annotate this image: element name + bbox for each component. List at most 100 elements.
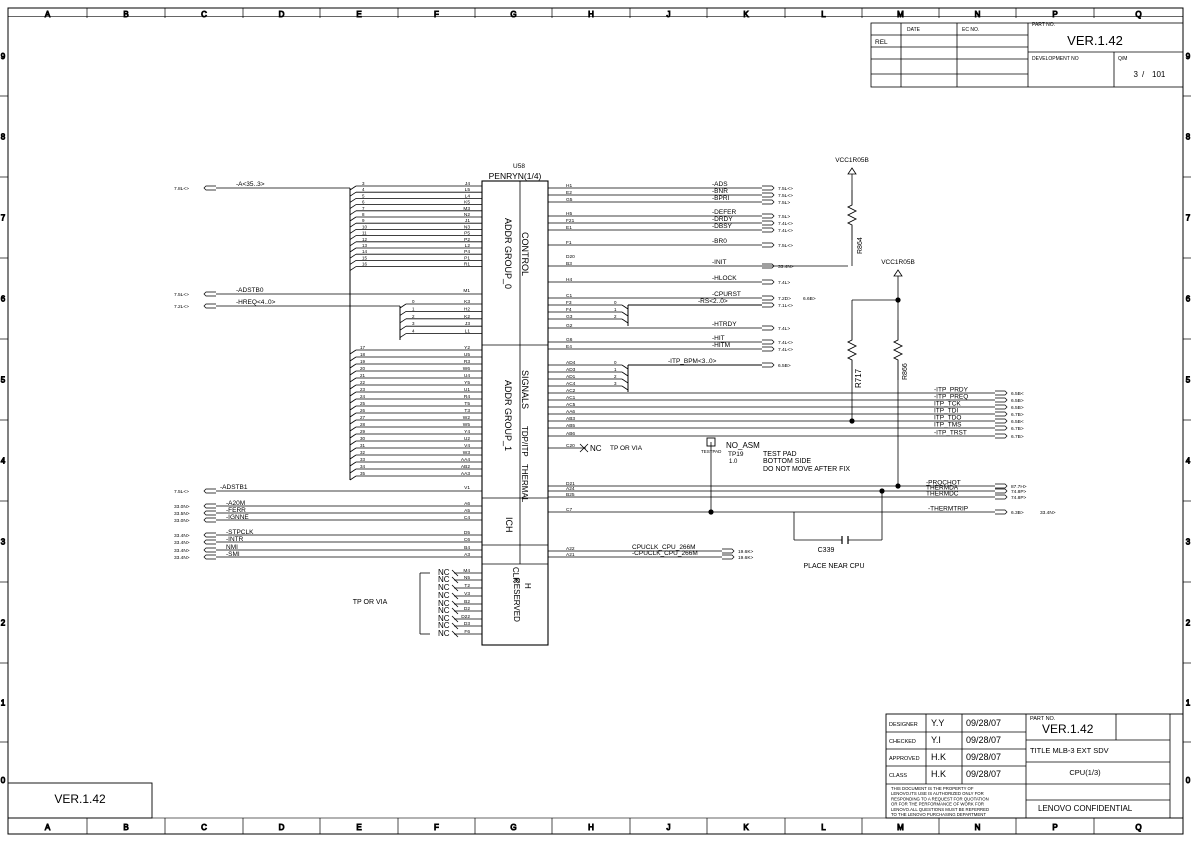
net-ref-left: 33.5N> bbox=[174, 511, 190, 517]
bus-index: 18 bbox=[360, 352, 366, 357]
nc-note: TP OR VIA bbox=[610, 445, 643, 452]
vcc-label: VCC1R05B bbox=[881, 259, 915, 266]
net-ref-right: 6.7B> bbox=[1011, 434, 1024, 440]
bus-index: 23 bbox=[360, 387, 366, 392]
nc-mark bbox=[451, 592, 459, 600]
net-ref-right: 7.4L<> bbox=[778, 340, 793, 346]
net-name-right: CPUCLK_CPU_266M bbox=[632, 544, 696, 551]
column-label-top: A bbox=[45, 10, 51, 19]
bus-entry bbox=[349, 235, 357, 240]
bus-entry bbox=[621, 304, 629, 310]
bus-index: 5 bbox=[362, 193, 365, 198]
offpage-connector bbox=[995, 433, 1008, 439]
title-person: H.K bbox=[931, 769, 946, 779]
pin-number-left: B2 bbox=[464, 599, 470, 605]
row-label-left: 2 bbox=[1, 619, 6, 628]
pin-number-left: N3 bbox=[464, 224, 470, 230]
row-label-left: 7 bbox=[1, 214, 6, 223]
title-text: TITLE MLB-3 EXT SDV bbox=[1030, 746, 1109, 755]
pin-number-right: H1 bbox=[566, 183, 572, 189]
offpage-connector bbox=[995, 411, 1008, 417]
bus-index: 3 bbox=[412, 321, 415, 326]
net-ref-right: 6.5B< bbox=[1011, 391, 1024, 397]
pin-number-left: F6 bbox=[464, 629, 470, 635]
rev-part-label: PART NO. bbox=[1032, 22, 1055, 28]
bus-index: 27 bbox=[360, 415, 366, 420]
pin-number-left: P5 bbox=[464, 231, 470, 237]
pin-number-left: Y5 bbox=[464, 380, 470, 386]
row-label-right: 8 bbox=[1186, 133, 1191, 142]
bottom-version: VER.1.42 bbox=[54, 792, 106, 806]
reserved-note: TP OR VIA bbox=[353, 599, 388, 606]
bus-index: 31 bbox=[360, 443, 366, 448]
pin-number-left: D2 bbox=[464, 606, 470, 612]
column-label-bottom: J bbox=[667, 823, 671, 832]
bus-index: 29 bbox=[360, 429, 366, 434]
net-ref-right: 6.5B> bbox=[1011, 405, 1024, 411]
pin-number-left: T2 bbox=[464, 583, 470, 589]
power-symbol bbox=[893, 269, 903, 277]
bus-index: 26 bbox=[360, 408, 366, 413]
net-name-left: -FERR bbox=[226, 507, 246, 514]
rev-rel: REL bbox=[875, 39, 888, 46]
net-ref-right: 7.4L> bbox=[778, 326, 790, 332]
net-ref-left: 7.8L<> bbox=[174, 186, 189, 192]
bus-entry bbox=[349, 247, 357, 253]
net-ref-right: 74.8P> bbox=[1011, 495, 1027, 501]
sheet-total: 101 bbox=[1152, 70, 1166, 79]
offpage-connector bbox=[995, 418, 1008, 424]
bus-entry bbox=[349, 405, 357, 411]
pin-number-right: D20 bbox=[566, 254, 575, 260]
row-label-left: 5 bbox=[1, 376, 6, 385]
pin-number-right: AB3 bbox=[566, 416, 575, 422]
net-ref-right: 6.7B> bbox=[1011, 412, 1024, 418]
net-name-right: THERMDC bbox=[926, 491, 959, 498]
pin-number-right: B3 bbox=[566, 261, 572, 267]
nc-label: NC bbox=[438, 568, 450, 577]
nc-label: NC bbox=[438, 583, 450, 592]
pin-number-left: U4 bbox=[464, 373, 470, 379]
title-notice-line: TO THE LENOVO PURCHASING DEPARTMENT bbox=[891, 812, 986, 817]
net-ref-right: 6.6B> bbox=[803, 296, 816, 302]
column-label-bottom: L bbox=[821, 823, 826, 832]
bus-index: 19 bbox=[360, 359, 366, 364]
net-ref-right: 6.7B> bbox=[1011, 426, 1024, 432]
net-ref-right: 33.4N> bbox=[778, 264, 794, 270]
bus-index: 6 bbox=[362, 200, 365, 205]
title-role-label: CLASS bbox=[889, 773, 907, 779]
column-label-top: J bbox=[667, 10, 671, 19]
net-ref-right: 7.4L<> bbox=[778, 347, 793, 353]
nc-mark bbox=[451, 622, 459, 630]
net-ref-right: 7.4L> bbox=[778, 280, 790, 286]
row-label-left: 1 bbox=[1, 699, 6, 708]
net-ref-right: 7.4L<> bbox=[778, 221, 793, 227]
column-label-bottom: G bbox=[510, 823, 516, 832]
offpage-connector bbox=[762, 242, 775, 248]
title-role-label: DESIGNER bbox=[889, 722, 918, 728]
offpage-connector bbox=[995, 390, 1008, 396]
pin-number-left: N2 bbox=[464, 212, 470, 218]
title-version: VER.1.42 bbox=[1042, 722, 1094, 736]
pin-number-left: P1 bbox=[464, 255, 470, 261]
row-label-right: 7 bbox=[1186, 214, 1191, 223]
net-ref-right: 7.5L> bbox=[778, 214, 790, 220]
bus-index: 12 bbox=[362, 237, 368, 242]
power-symbol bbox=[847, 167, 857, 175]
bus-entry bbox=[349, 204, 357, 209]
net-name-left: -INTR bbox=[226, 536, 244, 543]
net-name-right: -INIT bbox=[712, 259, 726, 266]
offpage-connector bbox=[762, 339, 775, 345]
column-label-top: B bbox=[123, 10, 128, 19]
title-notice-line: LENOVO.ALL QUESTIONS MUST BE REFERRED bbox=[891, 807, 989, 812]
offpage-connector bbox=[762, 295, 775, 301]
bus-entry bbox=[349, 454, 357, 460]
rev-qm-label: Q/M bbox=[1118, 56, 1127, 62]
pin-number-left: AB2 bbox=[461, 464, 470, 470]
bus-index: 1 bbox=[614, 367, 617, 372]
net-ref-right: 7.2D> bbox=[778, 296, 791, 302]
u58-ref: U58 bbox=[513, 163, 525, 170]
net-name-right: -BR0 bbox=[712, 238, 727, 245]
pin-number-left: Y2 bbox=[464, 345, 470, 351]
bus-entry bbox=[349, 253, 357, 259]
